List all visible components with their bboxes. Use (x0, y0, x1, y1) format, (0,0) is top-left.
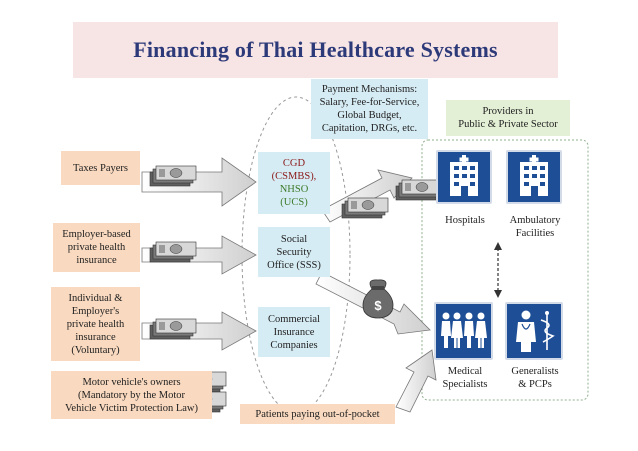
hospital-building-icon (450, 155, 478, 196)
out-of-pocket-label: Patients paying out-of-pocket (255, 408, 380, 420)
page-title: Financing of Thai Healthcare Systems (133, 37, 498, 62)
people-group-icon (441, 312, 487, 348)
fund-cgd-line: (CSMBS), (271, 171, 317, 182)
payer-employer-line: private health (67, 242, 126, 253)
payment-mechanisms-line: Salary, Fee-for-Service, (319, 97, 420, 108)
ambulatory-tile (506, 150, 562, 204)
double-arrow-head-top (494, 242, 502, 250)
fund-sso-line: Office (SSS) (267, 259, 321, 271)
fund-nhso-line: (UCS) (280, 197, 308, 208)
payer-motor: Motor vehicle's owners (Mandatory by the… (51, 371, 212, 419)
fund-cgd-nhso: CGD (CSMBS), NHSO (UCS) (258, 152, 330, 214)
payer-individual-line: (Voluntary) (71, 344, 120, 356)
fund-nhso-line: NHSO (279, 184, 309, 195)
specialists-tile (434, 302, 493, 360)
payment-mechanisms-line: Payment Mechanisms: (321, 84, 418, 95)
payer-motor-line: Motor vehicle's owners (82, 376, 181, 388)
payer-employer-line: insurance (76, 255, 117, 266)
generalists-tile (505, 302, 563, 360)
providers-header-line: Public & Private Sector (458, 119, 558, 130)
double-arrow-head-bottom (494, 290, 502, 298)
money-stack-icon (149, 165, 197, 187)
payment-mechanisms-line: Capitation, DRGs, etc. (321, 123, 418, 134)
payer-taxes-label: Taxes Payers (73, 162, 128, 174)
payer-motor-line: (Mandatory by the Motor (77, 389, 186, 401)
hospitals-label: Hospitals (445, 215, 485, 226)
payer-employer: Employer-based private health insurance (53, 223, 140, 272)
hospital-tile (436, 150, 492, 204)
money-stack-icon (149, 241, 197, 263)
payer-individual-line: Individual & (68, 292, 123, 304)
payer-individual-line: Employer's (71, 305, 120, 317)
hospital-building-icon (520, 155, 548, 196)
out-of-pocket-note: Patients paying out-of-pocket (240, 404, 395, 424)
fund-commercial: Commercial Insurance Companies (258, 307, 330, 357)
ambulatory-label: Ambulatory Facilities (509, 215, 561, 239)
payer-motor-line: Vehicle Victim Protection Law) (64, 402, 198, 414)
payer-employer-line: Employer-based (62, 229, 131, 240)
money-stack-icon (149, 318, 197, 340)
providers-dotted-frame (421, 139, 589, 401)
title-banner: Financing of Thai Healthcare Systems (73, 22, 558, 78)
fund-commercial-line: Companies (270, 339, 318, 351)
payer-individual-line: insurance (75, 331, 116, 343)
fund-sso-line: Security (276, 246, 312, 258)
payer-individual-line: private health (66, 318, 125, 330)
payer-individual: Individual & Employer's private health i… (51, 287, 140, 361)
fund-commercial-line: Insurance (273, 326, 315, 338)
generalists-label: Generalists & PCPs (511, 366, 559, 390)
arrow-out-of-pocket-to-specialists (395, 349, 437, 413)
providers-header: Providers in Public & Private Sector (446, 100, 570, 136)
payment-mechanisms-note: Payment Mechanisms: Salary, Fee-for-Serv… (311, 79, 428, 139)
doctor-icon (516, 310, 555, 352)
providers-header-line: Providers in (482, 106, 534, 117)
money-bag-icon (362, 279, 394, 319)
payer-taxes: Taxes Payers (61, 151, 140, 185)
money-stack-icon (341, 197, 389, 219)
fund-sso: Social Security Office (SSS) (258, 227, 330, 277)
specialists-label: Medical Specialists (442, 366, 488, 390)
arrow-taxes-to-cgd (141, 157, 257, 207)
payment-mechanisms-line: Global Budget, (337, 110, 402, 121)
fund-sso-line: Social (280, 233, 308, 245)
money-bag-symbol: $ (374, 298, 382, 313)
fund-commercial-line: Commercial (268, 313, 320, 325)
fund-cgd-line: CGD (282, 158, 306, 169)
